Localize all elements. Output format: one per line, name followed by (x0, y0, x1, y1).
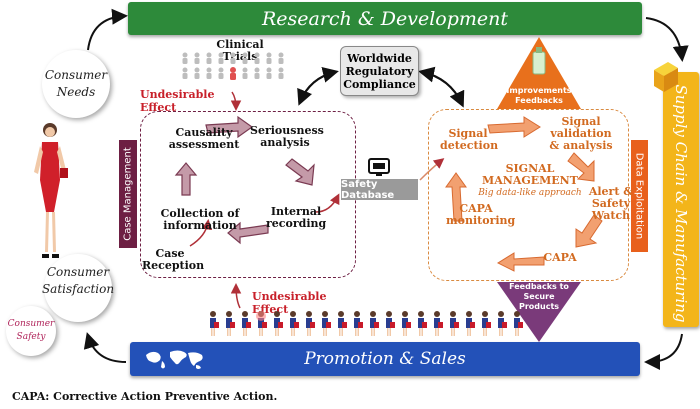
capa-label: CAPA (543, 251, 577, 264)
consumer-needs-circle: Consumer Needs (42, 50, 110, 118)
safety-database-box: Safety Database (341, 178, 418, 201)
undesirable-effect-top: Undesirable Effect (140, 88, 215, 114)
consumer-safety-circle: Consumer Safety (6, 306, 56, 356)
promotion-sales-banner: Promotion & Sales (130, 342, 640, 376)
causality-line2: assessment (168, 138, 240, 151)
consumer-satisfaction-line1: Consumer (46, 265, 110, 279)
promotion-sales-label: Promotion & Sales (304, 349, 466, 369)
safety-database-label: Safety Database (341, 178, 395, 201)
case-cycle-arrows (174, 115, 315, 245)
internal-line1: Internal (270, 205, 322, 218)
seriousness-line2: analysis (260, 136, 310, 149)
consumer-satisfaction-circle: Consumer Satisfaction (41, 254, 115, 322)
reception-line2: Reception (142, 259, 205, 272)
improvements-line2: Feedbacks (515, 96, 563, 105)
alert-line3: Watch (591, 209, 631, 222)
product-bottle-icon (532, 47, 546, 75)
center-subtitle: Big data-like approach (478, 188, 582, 198)
product-box-icon (654, 62, 678, 92)
case-management-label: Case Management (122, 147, 134, 241)
validation-line2: validation (550, 127, 612, 140)
center-line2: MANAGEMENT (482, 174, 578, 187)
detection-line2: detection (440, 139, 499, 152)
validation-line3: & analysis (549, 139, 613, 152)
regulatory-line2: Regulatory (345, 64, 414, 78)
regulatory-line1: Worldwide (347, 51, 412, 65)
research-development-label: Research & Development (261, 7, 509, 30)
collection-line2: information (163, 219, 237, 232)
clinical-trials-people-icon (182, 52, 284, 80)
regulatory-compliance-box: Worldwide Regulatory Compliance (340, 46, 419, 96)
internal-line2: recording (266, 217, 327, 230)
detection-line1: Signal (448, 127, 488, 140)
alert-line2: Safety (591, 197, 631, 210)
consumer-needs-line2: Needs (56, 85, 96, 99)
feedbacks-line2: Secure Products (518, 292, 560, 311)
feedbacks-line1: Feedbacks to (509, 282, 569, 291)
validation-line1: Signal (561, 115, 601, 128)
signal-management-box (428, 109, 629, 281)
consumer-satisfaction-line2: Satisfaction (41, 282, 115, 296)
alert-line1: Alert & (588, 185, 634, 198)
regulatory-line3: Compliance (343, 77, 416, 91)
consumer-crowd-icon (210, 311, 523, 336)
feedbacks-triangle (497, 282, 581, 342)
consumer-figure-icon (34, 123, 68, 258)
monitoring-line1: CAPA (459, 202, 493, 215)
footnote: CAPA: Corrective Action Preventive Actio… (12, 390, 278, 403)
data-exploitation-label: Data Exploitation (633, 152, 645, 240)
reception-line1: Case (155, 247, 185, 260)
signal-cycle-arrows (445, 116, 603, 272)
causality-line1: Causality (175, 126, 233, 139)
case-management-tab (119, 140, 137, 248)
seriousness-line1: Seriousness (250, 124, 324, 137)
world-map-icon (146, 350, 203, 369)
collection-line1: Collection of (160, 207, 240, 220)
supply-chain-banner (663, 72, 699, 327)
consumer-safety-line2: Safety (16, 332, 46, 342)
computer-icon (368, 158, 390, 176)
improvements-line1: Improvements (506, 86, 572, 95)
monitoring-line2: monitoring (446, 214, 516, 227)
signal-management-center: SIGNAL MANAGEMENT Big data-like approach (478, 163, 582, 199)
consumer-needs-line1: Consumer (44, 68, 108, 82)
data-exploitation-tab (631, 140, 648, 252)
research-development-banner: Research & Development (128, 2, 642, 35)
center-line1: SIGNAL (505, 162, 555, 175)
consumer-safety-line1: Consumer (7, 319, 55, 329)
